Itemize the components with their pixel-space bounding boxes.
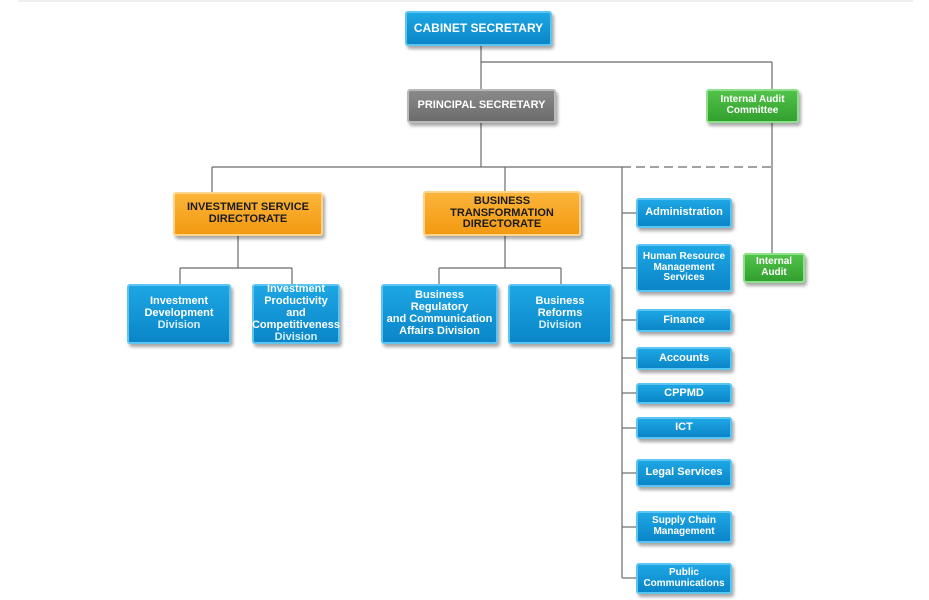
inv-dev-line2: Development (144, 307, 214, 320)
cppmd-box: CPPMD (636, 383, 732, 404)
supply-chain-box: Supply Chain Management (636, 511, 732, 543)
bus-reg-line2: and Communication (386, 313, 493, 325)
public-communications-box: Public Communications (636, 563, 732, 594)
business-directorate-line3: DIRECTORATE (462, 218, 542, 231)
internal-audit-line1: Internal (755, 256, 793, 268)
principal-secretary-box: PRINCIPAL SECRETARY (407, 89, 556, 123)
inv-prod-line2: Productivity and (264, 295, 328, 320)
hr-line3: Services (663, 272, 705, 284)
accounts-box: Accounts (636, 347, 732, 370)
bus-reg-line1: Business Regulatory (410, 289, 469, 314)
investment-directorate-box: INVESTMENT SERVICE DIRECTORATE (173, 192, 323, 236)
internal-audit-committee-box: Internal Audit Committee (706, 89, 799, 123)
human-resource-box: Human Resource Management Services (636, 244, 732, 292)
ict-box: ICT (636, 417, 732, 439)
principal-secretary-label: PRINCIPAL SECRETARY (417, 99, 546, 112)
cabinet-secretary-box: CABINET SECRETARY (405, 11, 552, 46)
cppmd-label: CPPMD (664, 386, 704, 399)
supply-chain-line1: Supply Chain (652, 515, 716, 527)
inv-dev-line1: Investment (149, 295, 209, 308)
top-border (18, 0, 913, 2)
inv-prod-line4: Division (274, 330, 318, 343)
business-reforms-division-box: Business Reforms Division (508, 284, 612, 344)
legal-services-label: Legal Services (645, 466, 723, 479)
investment-productivity-division-box: Investment Productivity and Competitiven… (251, 283, 341, 344)
finance-box: Finance (636, 309, 732, 332)
internal-audit-box: Internal Audit (743, 253, 805, 283)
inv-prod-line3: Competitiveness (251, 318, 341, 331)
bus-ref-line2: Division (538, 318, 582, 331)
internal-audit-line2: Audit (761, 267, 787, 278)
cabinet-secretary-label: CABINET SECRETARY (413, 21, 544, 36)
supply-chain-line2: Management (653, 526, 715, 537)
bus-reg-line3: Affairs Division (399, 324, 480, 337)
inv-prod-line1: Investment (266, 283, 326, 296)
hr-line1: Human Resource (642, 250, 726, 262)
administration-box: Administration (636, 198, 732, 228)
investment-directorate-line2: DIRECTORATE (208, 213, 288, 225)
business-directorate-line2: TRANSFORMATION (450, 206, 554, 219)
bus-ref-line1: Business Reforms (535, 295, 585, 320)
administration-label: Administration (645, 206, 723, 219)
public-comm-line2: Communications (643, 577, 725, 589)
legal-services-box: Legal Services (636, 459, 732, 487)
internal-audit-committee-line2: Committee (726, 105, 779, 116)
business-directorate-box: BUSINESS TRANSFORMATION DIRECTORATE (423, 191, 581, 236)
business-regulatory-division-box: Business Regulatory and Communication Af… (381, 284, 498, 344)
business-directorate-line1: BUSINESS (473, 194, 531, 207)
accounts-label: Accounts (658, 351, 710, 364)
public-comm-line1: Public (668, 566, 699, 578)
investment-directorate-line1: INVESTMENT SERVICE (186, 201, 310, 214)
internal-audit-committee-line1: Internal Audit (720, 94, 785, 106)
hr-line2: Management (653, 261, 715, 273)
ict-label: ICT (675, 421, 693, 434)
investment-development-division-box: Investment Development Division (127, 284, 231, 344)
inv-dev-line3: Division (157, 318, 201, 331)
finance-label: Finance (663, 313, 705, 326)
